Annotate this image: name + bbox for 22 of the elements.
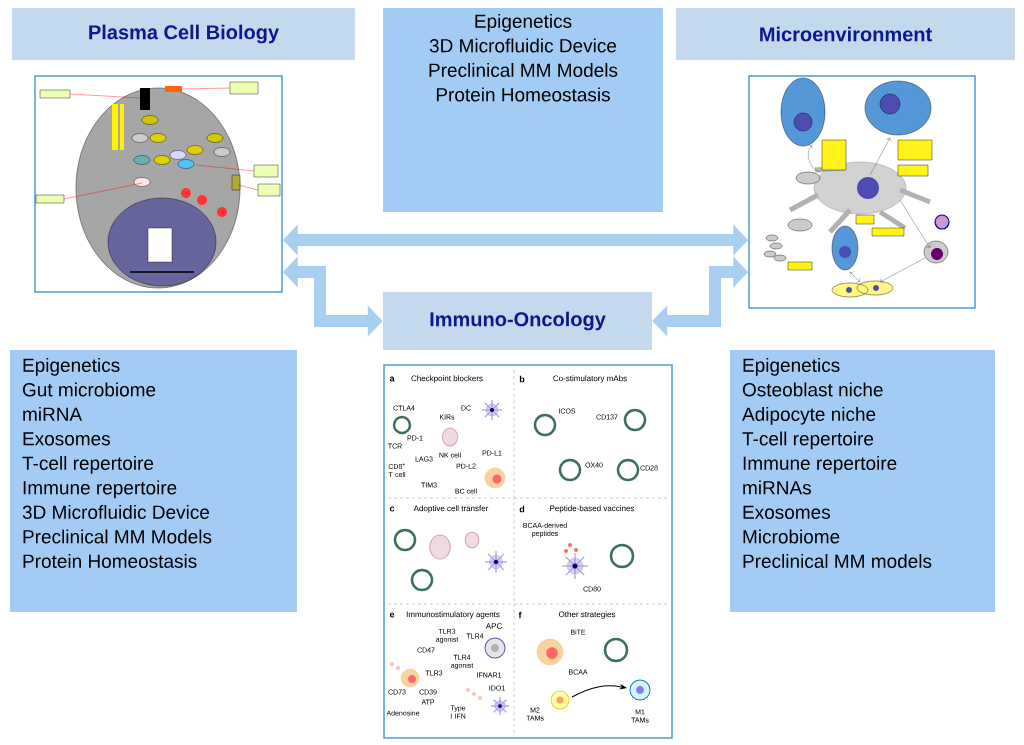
list-box: Epigenetics Osteoblast niche Adipocyte niche T-cell repertoire Immune repertoire miRNAs Exosomes Microbiome Preclinical MM models: [730, 350, 995, 612]
panel-title: Adoptive cell transfer: [413, 505, 489, 513]
panel-title: Peptide-based vaccines: [550, 505, 635, 513]
list-box: Epigenetics Gut microbiome miRNA Exosomes T-cell repertoire Immune repertoire 3D Microfluidic Device Preclinical MM Models Protein Homeostasis: [10, 350, 297, 612]
heading-box: Immuno-Oncology: [383, 292, 652, 350]
cell-label: APC: [485, 623, 502, 629]
panel-letter: b: [519, 375, 525, 383]
panel-title: Co-stimulatory mAbs: [553, 375, 627, 383]
panel-letter: c: [389, 506, 395, 512]
panel-title: Checkpoint blockers: [411, 375, 483, 383]
heading-box: Microenvironment: [676, 8, 1015, 60]
panel-letter: a: [389, 376, 395, 382]
microenvironment-drawing: [748, 75, 976, 309]
panel-letter: f: [518, 611, 522, 619]
text-box: Epigenetics 3D Microfluidic Device Preclinical MM Models Protein Homeostasis: [383, 8, 663, 212]
panel-letter: d: [519, 505, 525, 513]
panel-title: Other strategies: [558, 611, 616, 619]
immunotherapy-drawing: [383, 364, 673, 739]
panel-letter: e: [389, 612, 395, 618]
cell-signaling-drawing: [34, 75, 283, 293]
panel-title: Immunostimulatory agents: [406, 611, 500, 619]
heading-box: Plasma Cell Biology: [12, 8, 355, 60]
